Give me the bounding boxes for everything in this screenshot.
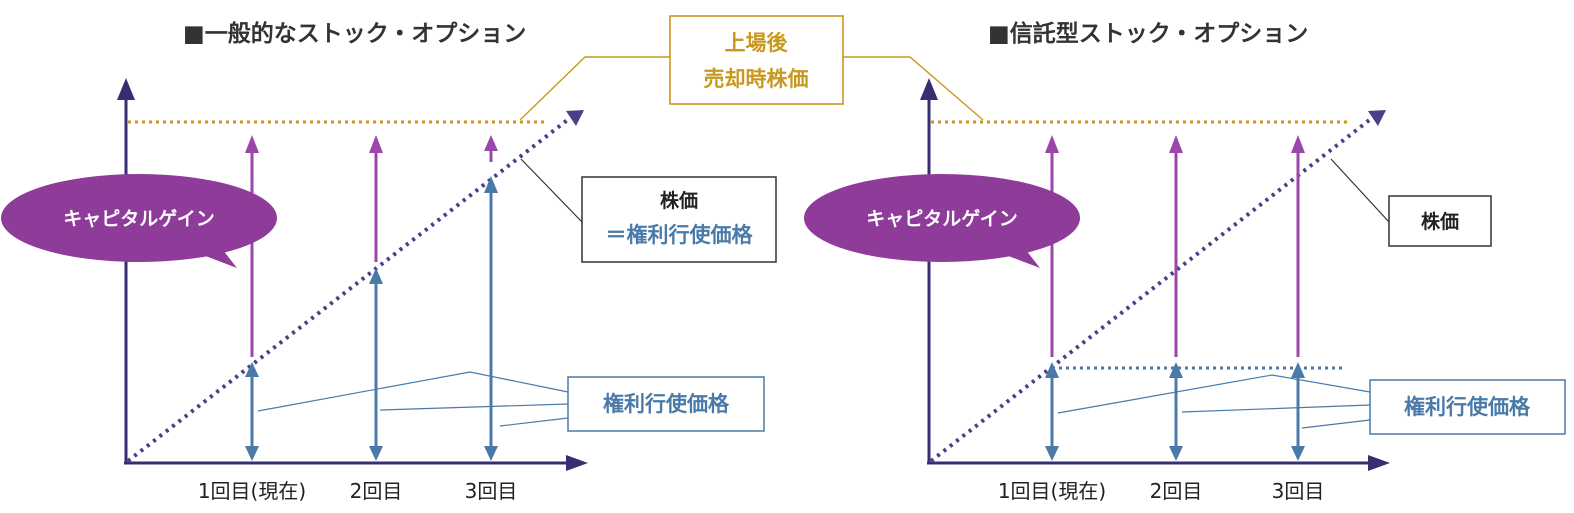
left-price-box-line2: ＝権利行使価格 — [606, 223, 754, 247]
left-tick2-arrows — [369, 135, 383, 461]
left-tick1-arrows — [245, 135, 259, 461]
left-stock-price-line — [126, 116, 572, 463]
right-stock-price-line — [929, 116, 1374, 463]
right-price-box — [1388, 195, 1492, 247]
right-exercise-callout-lines — [1057, 374, 1371, 414]
listing-price-line1: 上場後 — [725, 31, 789, 55]
right-tick2-arrows — [1169, 135, 1183, 461]
left-price-box-line1: 株価 — [660, 189, 698, 212]
right-exercise-price-box — [1369, 379, 1566, 435]
right-tick3-arrows — [1291, 135, 1305, 461]
svg-text:キャピタルゲイン: キャピタルゲイン — [63, 208, 215, 230]
right-panel: ■信託型ストック・オプション — [804, 20, 1566, 503]
right-capital-gain-bubble: キャピタルゲイン — [804, 174, 1080, 268]
right-exercise-price-label: 権利行使価格 — [1404, 395, 1531, 419]
svg-text:キャピタルゲイン: キャピタルゲイン — [866, 208, 1018, 230]
left-stock-price-arrowhead — [566, 110, 584, 126]
left-y-axis-arrowhead — [117, 78, 135, 100]
left-price-box — [581, 176, 777, 263]
listing-price-line2: 売却時株価 — [704, 67, 809, 91]
right-tick-label-1: 1回目(現在) — [998, 479, 1106, 503]
right-y-axis-arrowhead — [920, 78, 938, 100]
left-panel: ■一般的なストック・オプション — [1, 20, 777, 503]
left-exercise-price-label: 権利行使価格 — [603, 392, 730, 416]
right-x-axis-arrowhead — [1368, 455, 1390, 471]
left-exercise-price-box — [567, 376, 765, 432]
right-title: ■信託型ストック・オプション — [988, 20, 1308, 47]
left-tick-label-1: 1回目(現在) — [198, 479, 306, 503]
left-capital-gain-bubble: キャピタルゲイン — [1, 174, 277, 268]
left-tick-label-2: 2回目 — [350, 479, 403, 503]
right-price-box-line1: 株価 — [1421, 210, 1459, 233]
listing-price-callout: 上場後 売却時株価 — [519, 15, 984, 121]
left-tick3-arrows — [484, 135, 498, 461]
right-tick1-arrows — [1045, 135, 1059, 461]
left-title: ■一般的なストック・オプション — [183, 20, 526, 47]
right-stock-price-arrowhead — [1368, 110, 1386, 126]
left-tick-label-3: 3回目 — [465, 479, 518, 503]
right-tick-label-2: 2回目 — [1150, 479, 1203, 503]
right-tick-label-3: 3回目 — [1272, 479, 1325, 503]
left-exercise-callout-lines — [257, 371, 569, 412]
listing-price-box — [669, 15, 844, 105]
left-x-axis-arrowhead — [566, 455, 588, 471]
